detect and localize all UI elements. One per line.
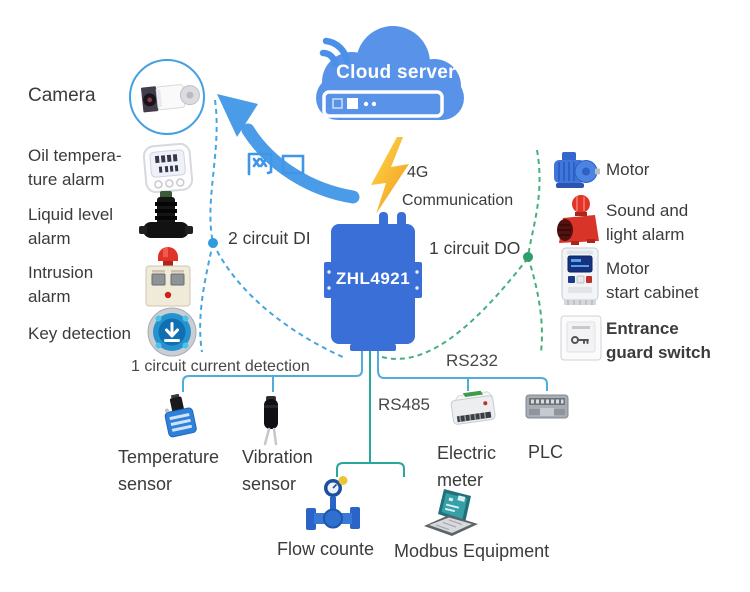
lightning-icon (371, 137, 409, 214)
rs232-label: RS232 (446, 351, 498, 370)
vibration-sensor-icon (263, 396, 278, 446)
camera-label: Camera (28, 85, 96, 106)
electric-meter-label-1: Electric (437, 443, 497, 463)
flow-counter-icon (306, 476, 360, 530)
di-label: 2 circuit DI (228, 228, 311, 248)
entrance-guard-switch-label-1: Entrance (606, 319, 679, 338)
entrance-guard-switch-icon (560, 315, 602, 361)
liquid-level-alarm-icon (139, 191, 193, 238)
vibration-sensor-label-2: sensor (242, 474, 297, 494)
motor-start-cabinet-icon (561, 247, 599, 305)
electric-meter-label-2: meter (437, 470, 484, 490)
communication-label: Communication (402, 192, 514, 209)
camera-icon (129, 59, 205, 135)
network-port-label-glyph (247, 152, 305, 176)
di-dashed-line (199, 99, 346, 359)
rs232-line (377, 349, 548, 391)
electric-meter-icon (450, 390, 496, 425)
intrusion-alarm-label-1: Intrusion (28, 263, 94, 282)
intrusion-alarm-icon (145, 247, 191, 307)
key-detection-label: Key detection (28, 324, 132, 343)
key-detection-icon (147, 307, 197, 357)
modbus-equipment-icon (424, 489, 478, 536)
oil-temperature-alarm-icon (142, 142, 194, 194)
flow-counter-label: Flow counte (277, 539, 375, 559)
modbus-equipment-label: Modbus Equipment (394, 541, 550, 561)
liquid-level-alarm-label-1: Liquid level (28, 205, 114, 224)
motor-start-cabinet-label-1: Motor (606, 259, 650, 278)
do-label: 1 circuit DO (429, 238, 521, 258)
plc-label: PLC (528, 442, 564, 462)
rs485-label: RS485 (378, 395, 430, 414)
plc-icon (525, 394, 569, 419)
sound-light-alarm-icon (557, 195, 599, 245)
di-junction-dot (208, 238, 218, 248)
do-junction-dot (523, 252, 533, 262)
gateway-device-label: ZHL4921 (335, 269, 411, 288)
vibration-sensor-label-1: Vibration (242, 447, 313, 467)
current-detection-line (182, 349, 363, 392)
motor-icon (554, 152, 600, 188)
do-dashed-line (381, 149, 543, 360)
entrance-guard-switch-label-2: guard switch (606, 343, 711, 362)
rs485-line (336, 349, 405, 477)
temperature-sensor-label-2: sensor (118, 474, 173, 494)
temperature-sensor-icon (164, 394, 197, 438)
motor-start-cabinet-label-2: start cabinet (606, 283, 699, 302)
liquid-level-alarm-label-2: alarm (28, 229, 71, 248)
motor-label: Motor (606, 160, 650, 179)
sound-light-alarm-label-2: light alarm (606, 225, 685, 244)
wifi-icon (319, 37, 351, 68)
g4-label: 4G (407, 164, 429, 181)
sound-light-alarm-label-1: Sound and (606, 201, 689, 220)
intrusion-alarm-label-2: alarm (28, 287, 71, 306)
server-bar-icon (322, 90, 444, 118)
temperature-sensor-label-1: Temperature (118, 447, 220, 467)
oil-temperature-alarm-label-2: ture alarm (28, 170, 105, 189)
gateway-device-icon (324, 212, 422, 351)
current-detection-label: 1 circuit current detection (131, 358, 310, 375)
cloud-server-label: Cloud server (336, 62, 456, 83)
oil-temperature-alarm-label-1: Oil tempera- (28, 146, 122, 165)
